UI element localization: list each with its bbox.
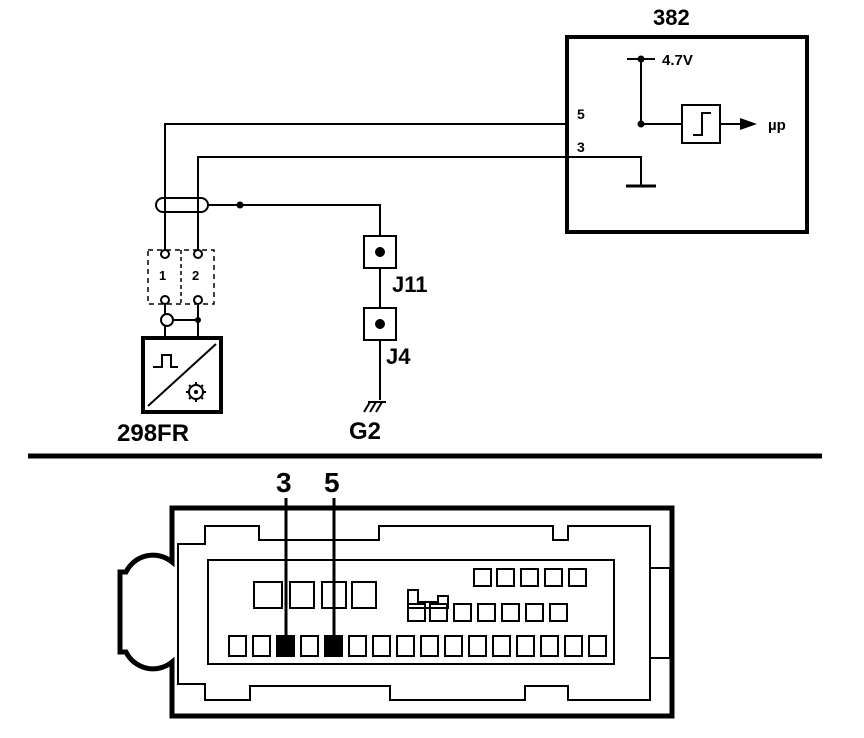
junction-j11-label: J11: [392, 272, 428, 297]
ecu-connector-view: 3 5: [117, 467, 675, 719]
cavity-row-bottom: [228, 635, 607, 657]
supply-voltage-label: 4.7V: [662, 52, 693, 69]
gear-teeth: [186, 382, 206, 402]
pin2-top-terminal: [193, 249, 203, 259]
ground-id-label: G2: [349, 418, 381, 445]
pin-3-cavity-highlight: [276, 635, 295, 657]
cavity-row-top: [473, 568, 587, 587]
sensor-connector: 1 2: [147, 249, 215, 340]
connector-housing: [117, 505, 675, 719]
pulse-signal-icon: [153, 354, 178, 368]
connector-pin-right-label: 5: [324, 467, 340, 498]
connector-latch: [649, 567, 671, 659]
harness-wires: [155, 123, 567, 250]
pin-field: [207, 559, 615, 665]
wire-signal-pin5: [164, 123, 567, 250]
junction-j4-label: J4: [386, 344, 411, 369]
internal-ground-wire: [567, 156, 642, 185]
pin1-bottom-terminal: [160, 295, 170, 305]
gear-hub: [194, 390, 198, 394]
output-label: µp: [768, 117, 786, 134]
sensor-box: [141, 336, 223, 414]
schmitt-curve: [693, 112, 711, 136]
shield-node: [236, 201, 244, 209]
sensor-298fr: 298FR: [117, 336, 223, 447]
pin1-top-terminal: [160, 249, 170, 259]
ecu-box: [565, 35, 809, 234]
ecu-block: 382 4.7V 5 µp 3: [565, 5, 809, 234]
sensor-shield-loop-icon: [160, 313, 174, 327]
pin-5-cavity-highlight: [324, 635, 343, 657]
ecu-id-label: 382: [653, 5, 690, 30]
pin2-label: 2: [192, 268, 199, 283]
sensor-node: [195, 317, 201, 323]
shield-drain-wire: [208, 204, 381, 236]
junction-j4-node: [375, 319, 385, 329]
pin1-label: 1: [159, 268, 166, 283]
ecu-pin-ground-label: 3: [577, 139, 585, 155]
pin2-bottom-terminal: [193, 295, 203, 305]
output-arrow-icon: [740, 118, 757, 130]
junctions: J11 J4 G2: [349, 235, 428, 445]
ecu-pin-signal-label: 5: [577, 106, 585, 122]
cable-shield-icon: [155, 197, 209, 213]
connector-outline: [147, 249, 215, 305]
sensor-diagonal: [147, 343, 217, 407]
chassis-ground-icon: [363, 401, 386, 413]
sensor-id-label: 298FR: [117, 420, 189, 447]
connector-inner-outline: [177, 525, 651, 701]
wire-ground-pin3: [197, 156, 567, 250]
cavity-row-middle: [253, 581, 568, 622]
junction-j11-node: [375, 247, 385, 257]
connector-pin-left-label: 3: [276, 467, 292, 498]
